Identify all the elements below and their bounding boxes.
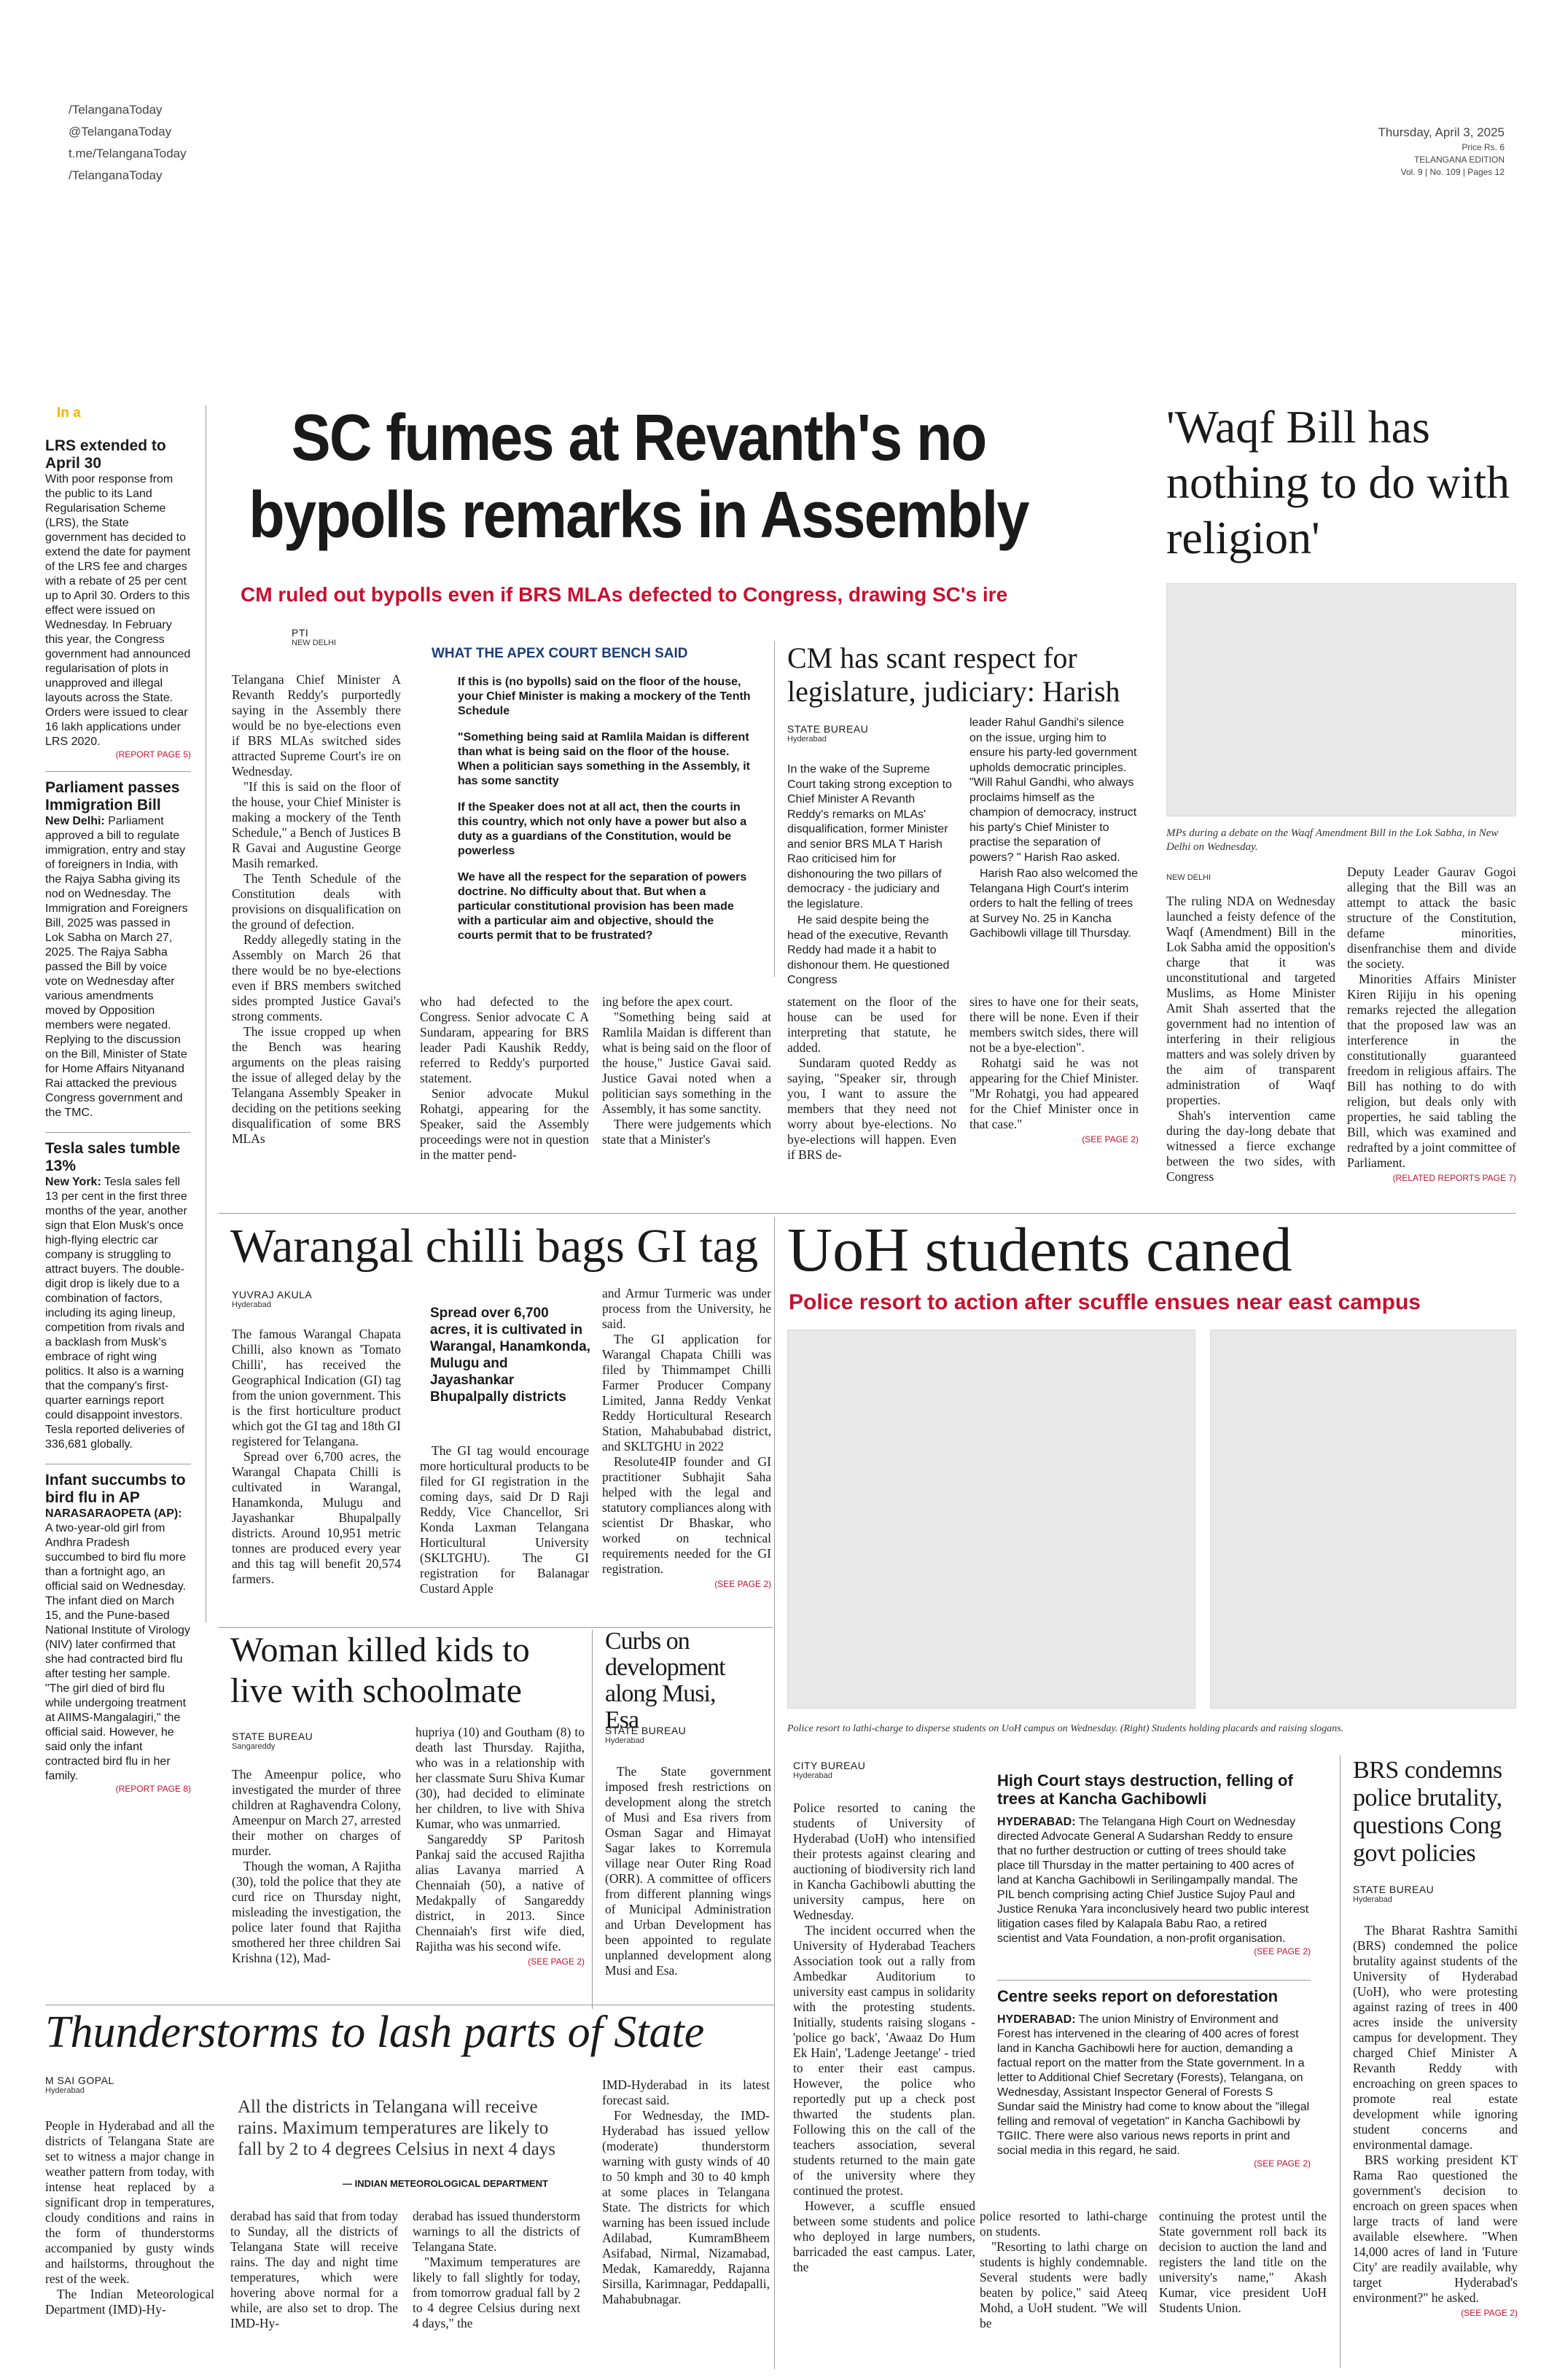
lead-col5: sires to have one for their seats, there… [969,994,1139,1147]
hc-see-link[interactable]: (SEE PAGE 2) [1254,1946,1311,1956]
brief-see-link[interactable]: (REPORT PAGE 5) [115,749,191,760]
in-brief-label: In a [57,405,81,421]
waqf-col1: The ruling NDA on Wednesday launched a f… [1166,894,1335,1184]
lead-see-link[interactable]: (SEE PAGE 2) [1082,1134,1139,1144]
thunder-quote-source: — INDIAN METEOROLOGICAL DEPARTMENT [343,2178,548,2189]
brs-body: The Bharat Rashtra Samithi (BRS) condemn… [1353,1923,1518,2321]
issue-volume: Vol. 9 | No. 109 | Pages 12 [1400,167,1505,177]
brief-item: Infant succumbs to bird flu in AP NARASA… [45,1472,191,1794]
woman-byline: STATE BUREAU Sangareddy [232,1731,313,1751]
chilli-col2: The GI tag would encourage more horticul… [420,1443,589,1596]
brief-item: Tesla sales tumble 13% New York: Tesla s… [45,1140,191,1452]
apex-quote: If the Speaker does not at all act, then… [458,801,747,857]
chilli-col1: The famous Warangal Chapata Chilli, also… [232,1327,401,1586]
brief-body: NARASARAOPETA (AP): A two-year-old girl … [45,1507,190,1782]
woman-col2: hupriya (10) and Goutham (8) to death la… [415,1725,585,1970]
thunder-byline: M SAI GOPAL Hyderabad [45,2075,114,2095]
issue-price: Price Rs. 6 [1462,142,1505,152]
apex-quote: If this is (no bypolls) said on the floo… [458,676,751,717]
brief-headline: LRS extended to April 30 [45,437,166,472]
uoh-col2: police resorted to lathi-charge on stude… [980,2209,1147,2330]
brs-byline: STATE BUREAU Hyderabad [1353,1884,1435,1904]
centre-body: HYDERABAD: The union Ministry of Environ… [997,2013,1310,2157]
harish-col2: leader Rahul Gandhi's silence on the iss… [969,717,1138,940]
waqf-caption: MPs during a debate on the Waqf Amendmen… [1166,827,1499,853]
brief-body: New Delhi: Parliament approved a bill to… [45,815,188,1119]
uoh-col1: Police resorted to caning the students o… [793,1800,975,2274]
thunder-col1: People in Hyderabad and all the district… [45,2118,214,2317]
brief-item: LRS extended to April 30 With poor respo… [45,437,191,760]
uoh-col3: continuing the protest until the State g… [1159,2209,1327,2315]
uoh-photo-left [787,1330,1195,1709]
woman-headline: Woman killed kids to live with schoolmat… [230,1631,530,1710]
briefs-column: LRS extended to April 30 With poor respo… [45,437,191,1794]
chilli-pullquote: Spread over 6,700 acres, it is cultivate… [430,1306,590,1405]
chilli-byline: YUVRAJ AKULA Hyderabad [232,1289,313,1309]
lead-subhead: CM ruled out bypolls even if BRS MLAs de… [241,583,1008,606]
hc-headline: High Court stays destruction, felling of… [997,1771,1293,1808]
waqf-see-link[interactable]: (RELATED REPORTS PAGE 7) [1392,1173,1516,1183]
musi-byline: STATE BUREAU Hyderabad [605,1725,687,1745]
brief-headline: Parliament passes Immigration Bill [45,779,180,814]
centre-see-link[interactable]: (SEE PAGE 2) [1254,2158,1311,2169]
apex-quote: "Something being said at Ramlila Maidan … [458,731,750,787]
apex-court-box: WHAT THE APEX COURT BENCH SAID If this i… [432,646,752,942]
issue-date: Thursday, April 3, 2025 [1378,125,1505,139]
uoh-caption: Police resort to lathi-charge to dispers… [787,1723,1344,1734]
woman-col1: The Ameenpur police, who investigated th… [232,1767,401,1965]
centre-headline: Centre seeks report on deforestation [997,1987,1279,2005]
brief-headline: Tesla sales tumble 13% [45,1140,181,1174]
lead-byline: PTI NEW DELHI [292,627,337,647]
lead-col3: ing before the apex court. "Something be… [602,994,771,1147]
social-handle[interactable]: /TelanganaToday [69,103,163,117]
lead-col2: who had defected to the Congress. Senior… [420,994,589,1162]
issue-info: Thursday, April 3, 2025 Price Rs. 6 TELA… [1378,124,1505,179]
musi-body: The State government imposed fresh restr… [605,1764,771,1978]
brief-headline: Infant succumbs to bird flu in AP [45,1472,186,1506]
uoh-subhead: Police resort to action after scuffle en… [789,1290,1421,1314]
harish-col1: In the wake of the Supreme Court taking … [787,763,952,986]
lead-headline: SC fumes at Revanth's no bypolls remarks… [249,402,1029,552]
waqf-headline: 'Waqf Bill has nothing to do with religi… [1166,401,1510,563]
high-court-box: High Court stays destruction, felling of… [997,1771,1311,1956]
brief-see-link[interactable]: (REPORT PAGE 8) [115,1784,191,1794]
brief-item: Parliament passes Immigration Bill New D… [45,779,191,1120]
chilli-headline: Warangal chilli bags GI tag [230,1220,759,1273]
musi-headline: Curbs on development along Musi, Esa [605,1628,726,1733]
waqf-dateline: NEW DELHI [1166,873,1211,882]
social-handle[interactable]: /TelanganaToday [69,168,163,182]
apex-quote: We have all the respect for the separati… [458,871,747,942]
brs-headline: BRS condemns police brutality, questions… [1353,1757,1502,1867]
chilli-see-link[interactable]: (SEE PAGE 2) [714,1579,771,1589]
harish-headline: CM has scant respect for legislature, ju… [787,641,1120,708]
thunder-quote: All the districts in Telangana will rece… [238,2097,556,2159]
chilli-col3: and Armur Turmeric was under process fro… [602,1286,771,1592]
issue-edition: TELANGANA EDITION [1413,155,1505,165]
social-handle[interactable]: t.me/TelanganaToday [69,147,187,160]
thunder-col3: derabad has issued thunderstorm warnings… [413,2209,580,2330]
social-handle[interactable]: @TelanganaToday [69,125,172,138]
uoh-byline: CITY BUREAU Hyderabad [793,1760,866,1780]
social-handles: /TelanganaToday @TelanganaToday t.me/Tel… [69,99,187,187]
thunder-col4: IMD-Hyderabad in its latest forecast sai… [602,2077,770,2306]
thunder-col2: derabad has said that from today to Sund… [230,2209,398,2330]
uoh-photo-right [1210,1330,1516,1709]
apex-box-title: WHAT THE APEX COURT BENCH SAID [432,646,688,661]
thunder-headline: Thunderstorms to lash parts of State [45,2008,705,2057]
woman-see-link[interactable]: (SEE PAGE 2) [528,1956,585,1967]
uoh-headline: UoH students caned [787,1214,1292,1284]
brief-body: With poor response from the public to it… [45,473,191,748]
brief-body: New York: Tesla sales fell 13 per cent i… [45,1176,187,1451]
waqf-photo [1166,583,1516,816]
harish-byline: STATE BUREAU Hyderabad [787,723,869,744]
brs-see-link[interactable]: (SEE PAGE 2) [1461,2308,1518,2318]
lead-col4: statement on the floor of the house can … [787,994,956,1162]
centre-box: Centre seeks report on deforestation HYD… [997,1987,1311,2169]
lead-col1: Telangana Chief Minister A Revanth Reddy… [232,672,401,1146]
hc-body: HYDERABAD: The Telangana High Court on W… [997,1816,1309,1945]
waqf-col2: Deputy Leader Gaurav Gogoi alleging that… [1347,865,1516,1186]
